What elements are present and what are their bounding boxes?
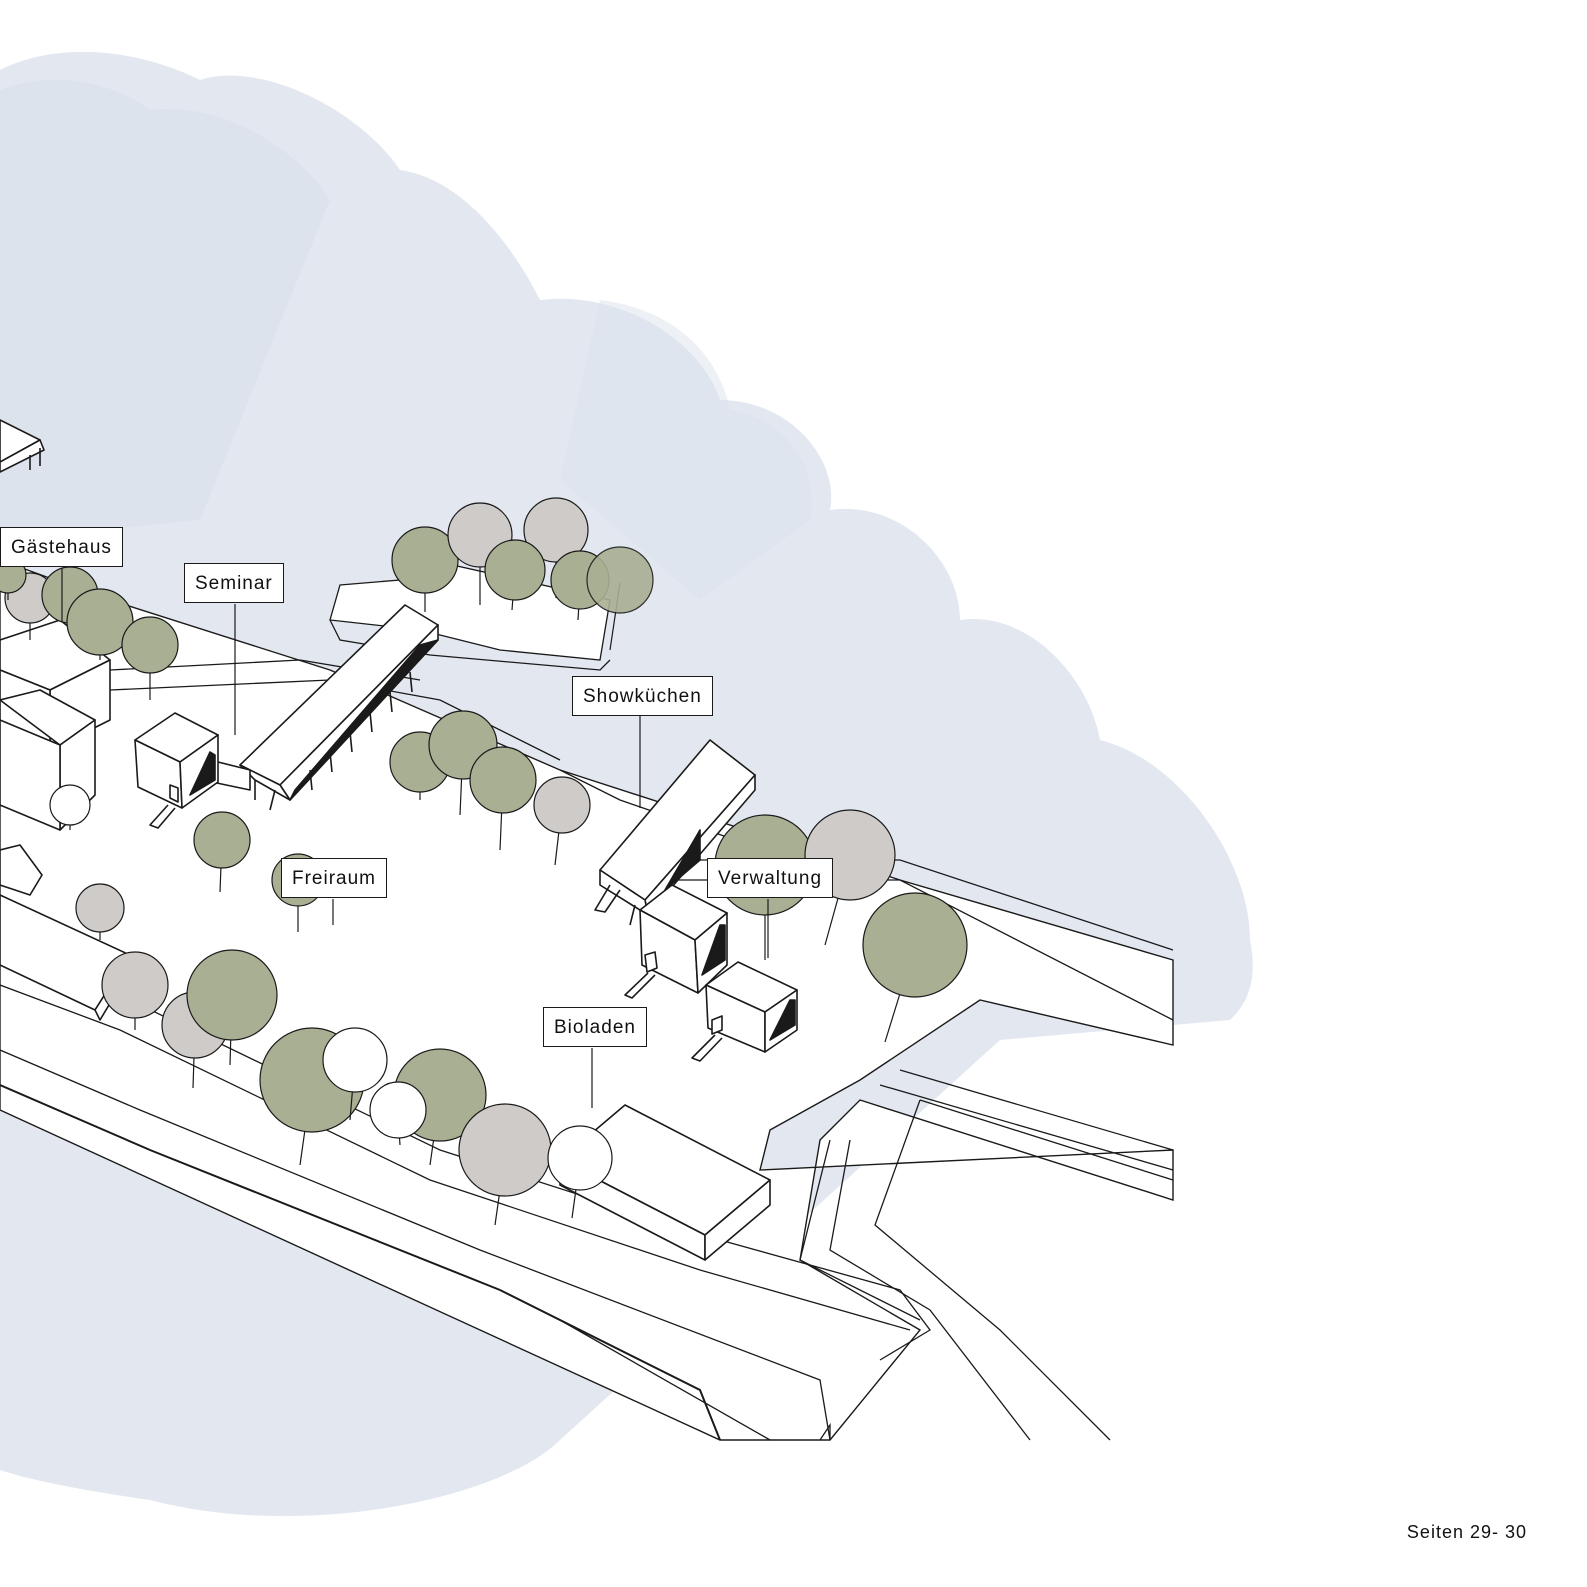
tree [469, 746, 537, 851]
tree [66, 588, 134, 660]
building-pergola-top-left [0, 419, 45, 473]
tree [547, 1125, 613, 1219]
tree [121, 616, 179, 700]
label-bioladen: Bioladen [543, 1007, 647, 1047]
label-freiraum: Freiraum [281, 858, 388, 898]
building-seminar [209, 604, 439, 811]
building-small-cube [691, 961, 798, 1062]
label-verwaltung: Verwaltung [707, 858, 834, 898]
tree [322, 1027, 388, 1121]
tree [369, 1081, 427, 1146]
tree [49, 784, 91, 830]
label-showkuechen: Showküchen [572, 676, 713, 716]
tree [75, 883, 125, 940]
buildings [0, 419, 798, 1261]
building-verwaltung [624, 884, 728, 999]
tree [862, 892, 968, 1043]
tree [193, 811, 251, 893]
building-showkuechen [594, 739, 756, 926]
building-gaestehaus [0, 619, 131, 1021]
tree [101, 951, 169, 1030]
leader-lines [61, 568, 769, 1108]
trees [0, 497, 968, 1226]
tree [391, 526, 459, 612]
page-number: Seiten 29- 30 [1406, 1522, 1527, 1542]
tree [186, 949, 278, 1066]
tree [586, 546, 654, 651]
tree [533, 776, 591, 866]
label-gaestehaus: Gästehaus [0, 527, 123, 567]
label-seminar: Seminar [184, 563, 284, 603]
tree [484, 539, 546, 611]
building-cube-seminar [134, 712, 219, 829]
